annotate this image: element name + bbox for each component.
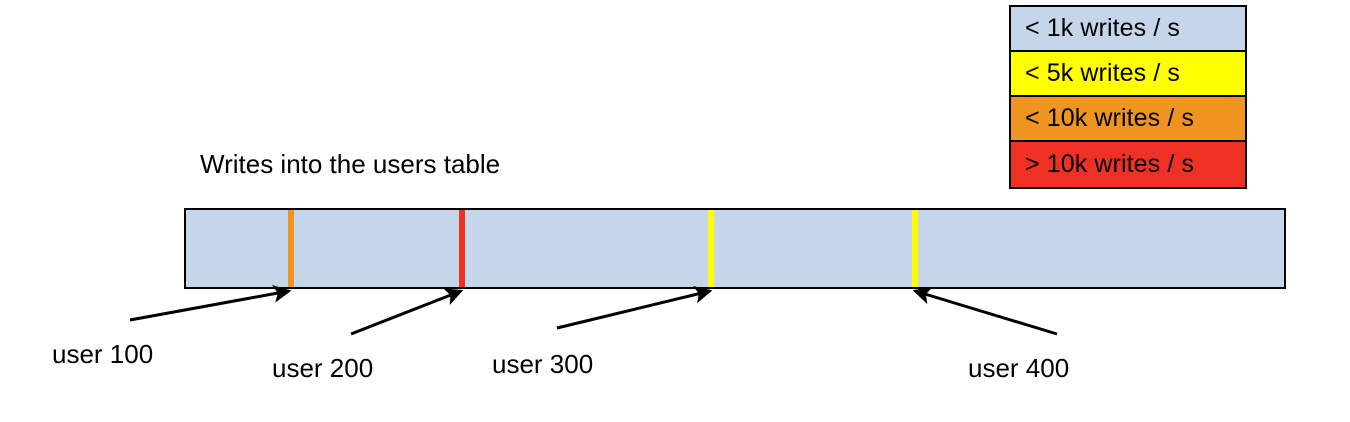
legend-label: < 5k writes / s xyxy=(1025,59,1181,87)
callout-user-300-label: user 300 xyxy=(492,349,594,379)
callout-user-400-label: user 400 xyxy=(968,353,1070,383)
legend-row-0: < 1k writes / s xyxy=(1011,7,1245,52)
diagram-caption: Writes into the users table xyxy=(200,149,501,179)
marker-user-100 xyxy=(288,210,294,287)
callout-user-100-arrow xyxy=(129,284,292,322)
callout-user-100-label: user 100 xyxy=(52,339,154,369)
users-table-bar xyxy=(184,208,1286,289)
callout-user-400-arrow xyxy=(912,286,1058,336)
marker-user-200 xyxy=(459,210,465,287)
legend-label: > 10k writes / s xyxy=(1025,150,1195,178)
callout-user-200-arrow xyxy=(350,288,464,336)
legend-label: < 1k writes / s xyxy=(1025,14,1181,42)
legend-row-3: > 10k writes / s xyxy=(1011,142,1245,187)
marker-user-300 xyxy=(708,210,714,287)
legend-label: < 10k writes / s xyxy=(1025,104,1195,132)
callout-user-300-arrow xyxy=(556,285,713,330)
callout-user-200-label: user 200 xyxy=(272,353,374,383)
legend-row-2: < 10k writes / s xyxy=(1011,97,1245,142)
marker-user-400 xyxy=(912,210,918,287)
legend-row-1: < 5k writes / s xyxy=(1011,52,1245,97)
writes-per-second-legend: < 1k writes / s < 5k writes / s < 10k writ… xyxy=(1009,5,1247,189)
